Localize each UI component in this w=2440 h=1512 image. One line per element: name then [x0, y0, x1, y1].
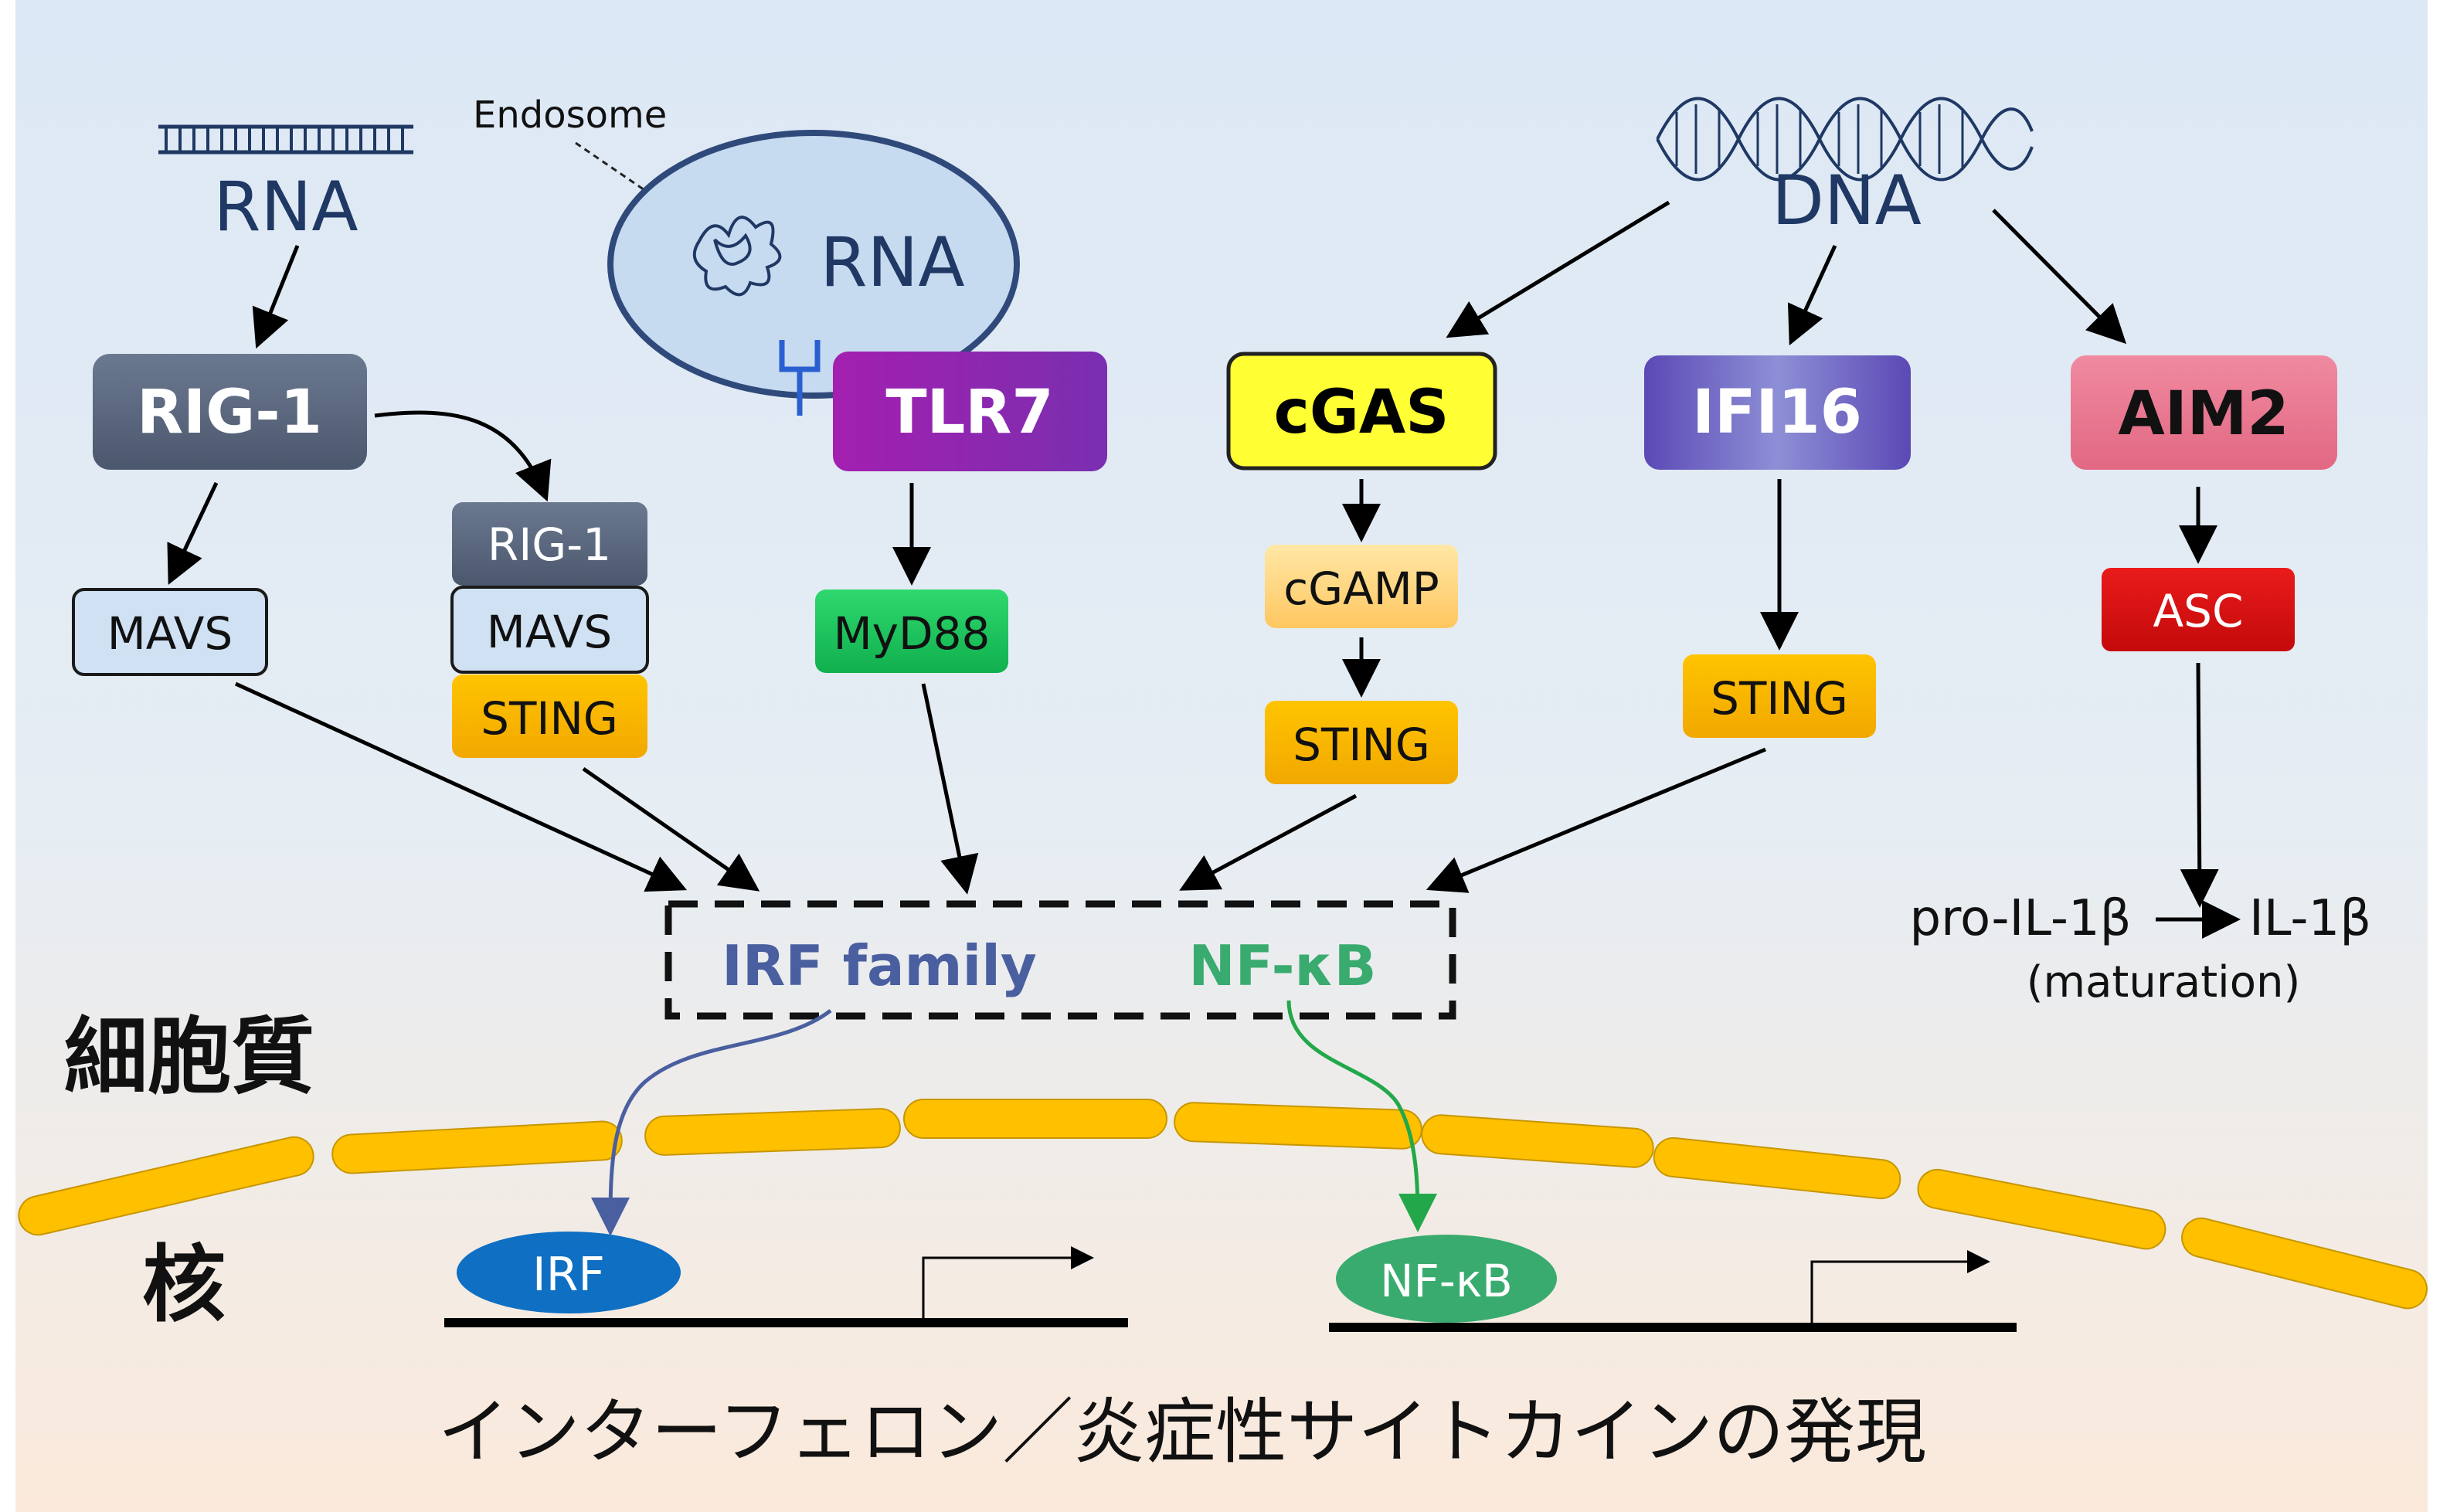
cytoplasm-label: 細胞質 [64, 1009, 314, 1106]
diagram-background [15, 0, 2428, 1512]
dna-helix-icon [1656, 97, 2034, 182]
arrow-asc-to-maturation [2180, 662, 2219, 908]
footer-caption: インターフェロン／炎症性サイトカインの発現 [438, 1391, 1926, 1473]
pro-il-1b-label: pro-IL-1β [1909, 890, 2131, 947]
mavs-mid-box [450, 586, 649, 674]
arrow-dna-to-cgas [1446, 200, 1670, 338]
nucleus-label: 核 [142, 1237, 226, 1334]
sting-rig-box [452, 674, 647, 758]
sting-ifi-box [1683, 654, 1876, 738]
endosome-label: Endosome [473, 93, 667, 137]
rig1-small-box [452, 502, 647, 586]
arrow-dna-to-ifi16 [1787, 244, 1837, 346]
aim2-sensor-box [2071, 355, 2337, 470]
cgamp-label: cGAMP [1283, 562, 1439, 615]
arrow-myd88-to-box [921, 683, 979, 895]
transcription-factor-box [664, 900, 1456, 1020]
maturation-label: (maturation) [2027, 957, 2301, 1007]
irf-oval-label: IRF [532, 1248, 605, 1302]
tlr7-sensor-label: TLR7 [885, 378, 1053, 447]
rig1-sensor-box [93, 354, 367, 470]
nuclear-membrane [18, 1099, 2428, 1310]
arrow-dna-to-aim2 [1992, 209, 2127, 345]
dna-label: DNA [1772, 161, 1922, 240]
arrow-nfkb-to-nucleus [1286, 1000, 1437, 1232]
sting-cgas-box [1265, 701, 1458, 784]
rig1-sensor-label: RIG-1 [137, 378, 322, 447]
dna-rungs-icon [1675, 104, 1964, 174]
mavs-left-box [72, 588, 268, 676]
ifi16-sensor-label: IFI16 [1692, 378, 1862, 447]
cgas-sensor-label: cGAS [1274, 378, 1449, 447]
sting-rig-label: STING [481, 692, 618, 745]
arrow-rig1-to-complex [374, 410, 552, 502]
arrow-rig1-to-mavs [167, 481, 219, 586]
mavs-mid-label: MAVS [487, 606, 613, 658]
signal-arrows [167, 200, 2241, 939]
transcription-start-arrow-right [1810, 1250, 1990, 1323]
irf-oval [457, 1232, 681, 1313]
cgas-sensor-box [1226, 352, 1497, 471]
rig1-small-label: RIG-1 [488, 518, 611, 571]
rna-endosome-label: RNA [820, 223, 964, 302]
transcription-start-arrow-left [922, 1246, 1094, 1318]
rna-left-label: RNA [213, 167, 358, 246]
mavs-left-label: MAVS [107, 607, 233, 660]
asc-label: ASC [2153, 585, 2244, 637]
il-1b-label: IL-1β [2249, 890, 2371, 947]
ifi16-sensor-box [1644, 355, 1911, 470]
aim2-sensor-label: AIM2 [2118, 379, 2289, 449]
arrow-rna-to-rig1 [252, 245, 300, 349]
nfkb-oval-label: NF-κB [1380, 1255, 1513, 1307]
arrow-mavs-to-irf [234, 681, 688, 892]
tangled-rna-icon [692, 216, 782, 297]
irf-family-label: IRF family [722, 933, 1037, 998]
arrow-sting-ifi-to-box [1426, 747, 1766, 893]
myd88-box [815, 590, 1008, 673]
arrow-sting-rig-to-irf [582, 766, 760, 892]
tlr7-receptor-icon [779, 340, 821, 416]
sting-cgas-label: STING [1293, 719, 1430, 771]
asc-box [2102, 568, 2295, 651]
rna-ladder-icon [158, 124, 413, 155]
myd88-label: MyD88 [834, 607, 991, 660]
cgamp-box [1265, 545, 1458, 628]
nfkb-family-label: NF-κB [1188, 933, 1376, 998]
sting-ifi-label: STING [1711, 672, 1848, 725]
tlr7-sensor-box [833, 352, 1107, 471]
nfkb-oval [1336, 1235, 1557, 1323]
arrow-sting-cgas-to-box [1179, 793, 1358, 891]
arrow-irf-to-nucleus [591, 1009, 832, 1236]
endosome-vesicle [607, 130, 1020, 399]
